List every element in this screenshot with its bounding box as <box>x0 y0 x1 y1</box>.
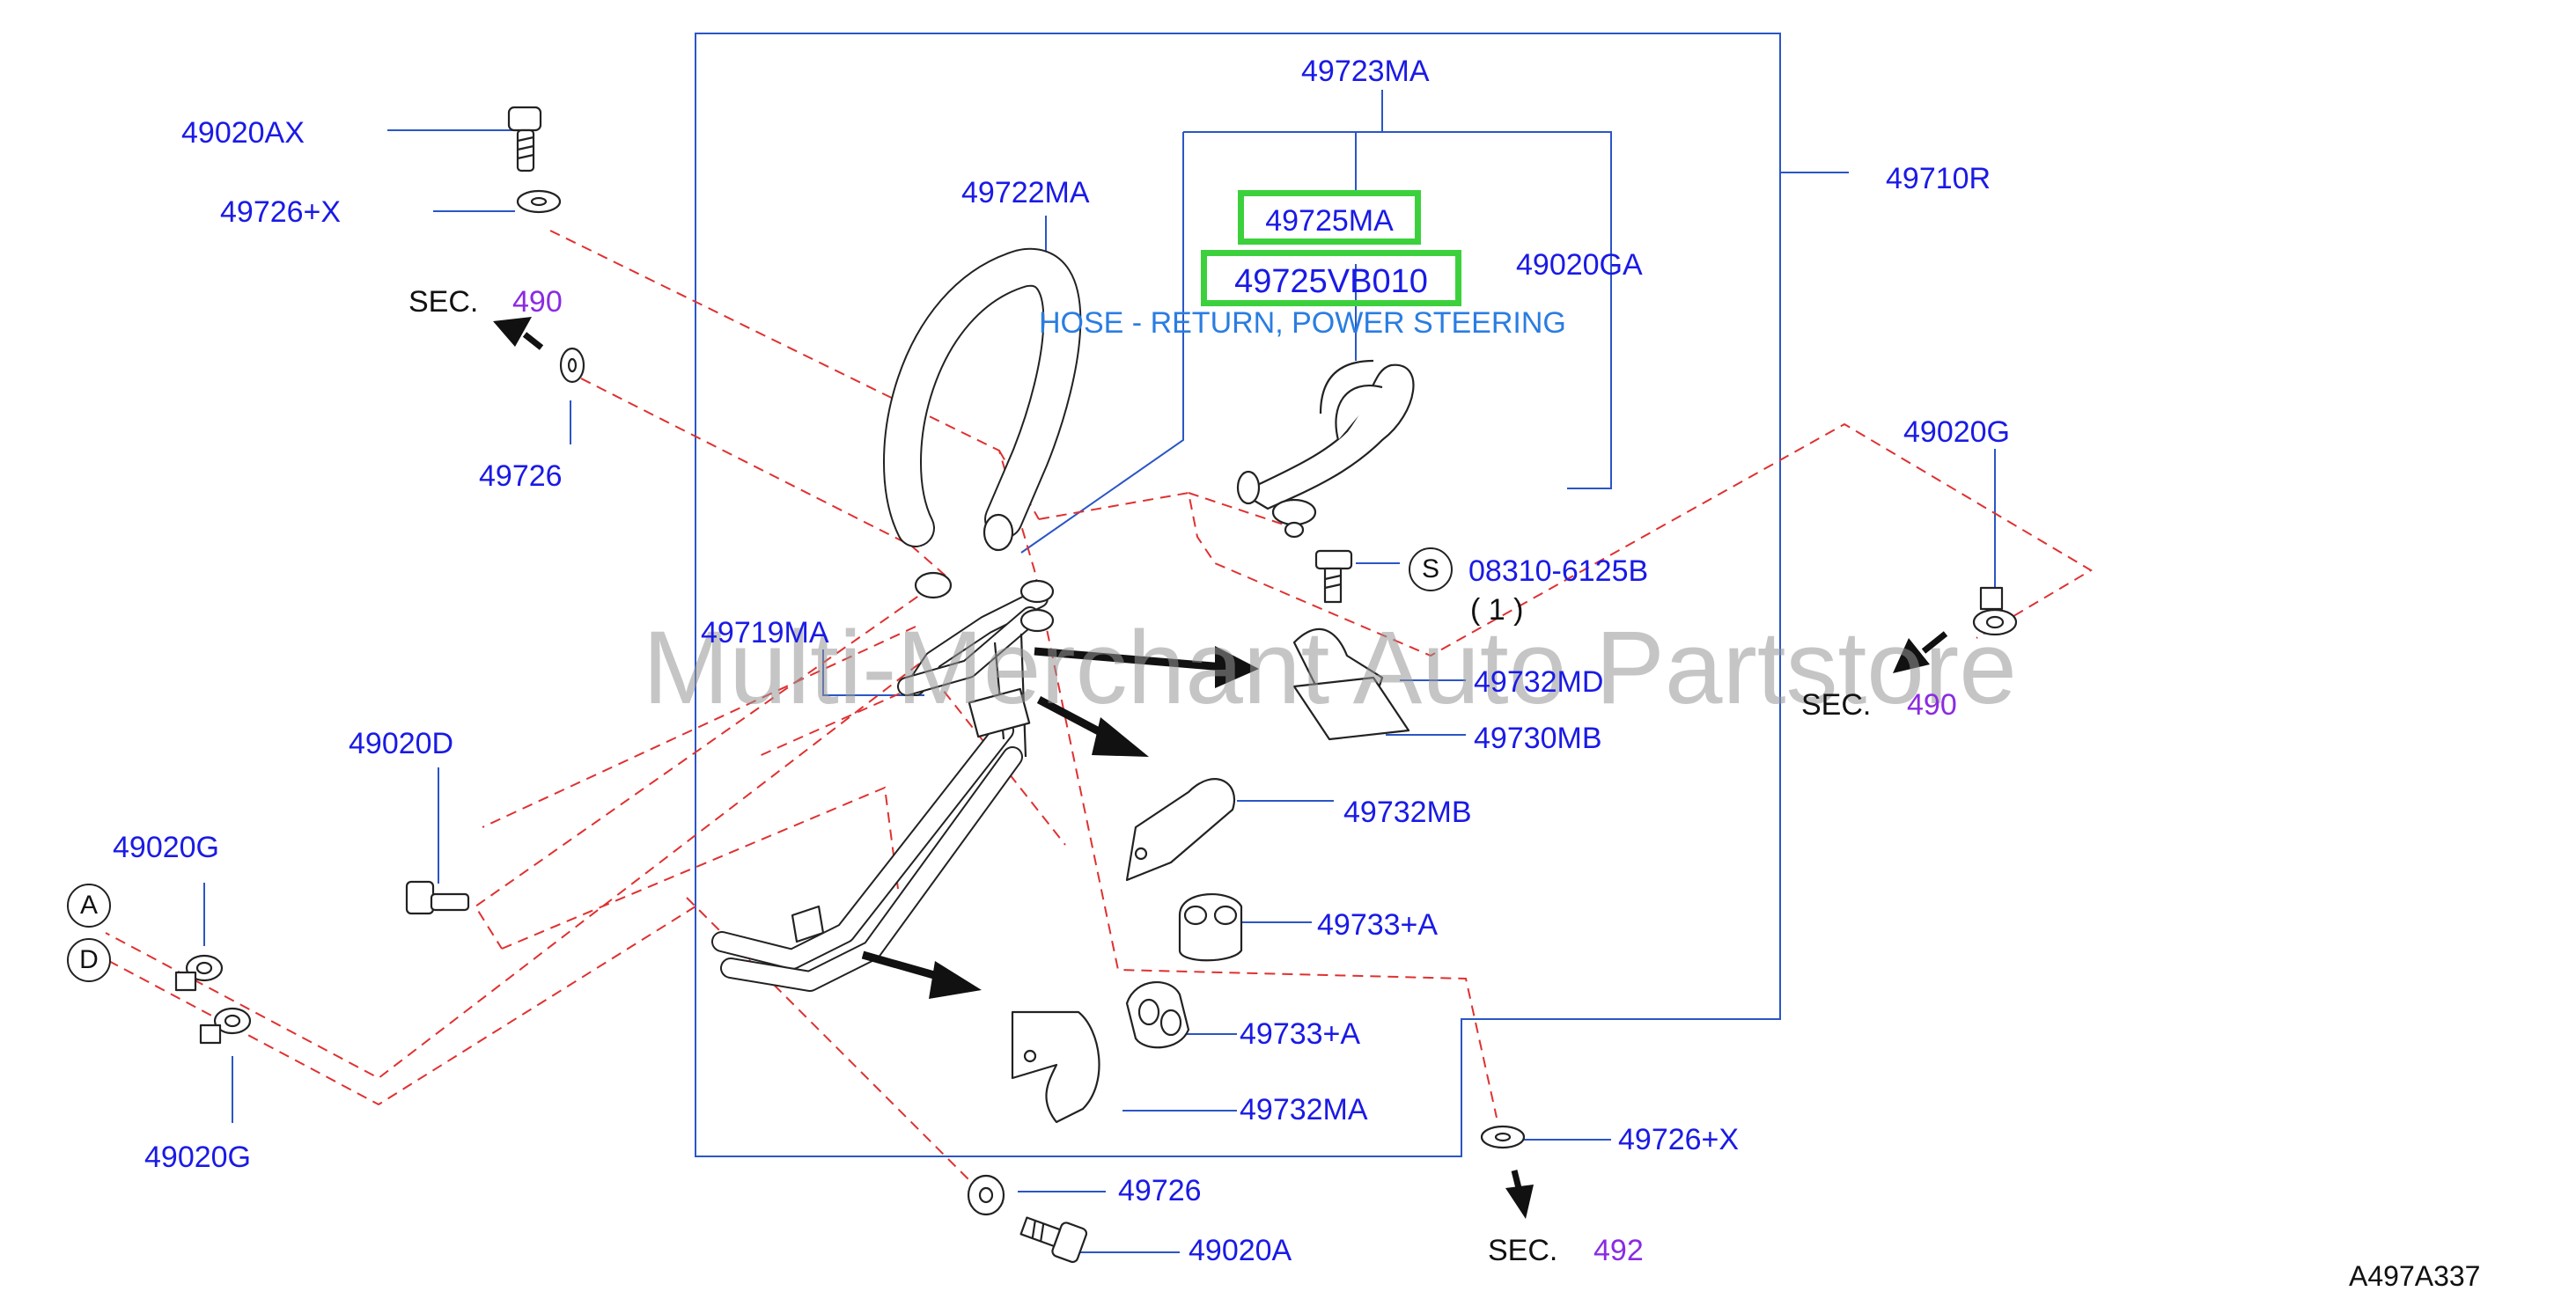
part-label-49733A-upper[interactable]: 49733+A <box>1317 908 1439 942</box>
part-label-49020G-left-bottom[interactable]: 49020G <box>144 1141 251 1174</box>
part-label-49020G-left-top[interactable]: 49020G <box>113 831 219 864</box>
bolt-49020D <box>405 880 470 915</box>
part-label-49020G-right[interactable]: 49020G <box>1903 415 2010 449</box>
direction-arrows <box>493 317 1948 1219</box>
part-label-49719MA[interactable]: 49719MA <box>701 616 829 649</box>
marker-d-circle: D <box>67 938 111 982</box>
part-label-49726X-bottom[interactable]: 49726+X <box>1618 1123 1740 1156</box>
part-label-49723MA[interactable]: 49723MA <box>1301 55 1430 88</box>
part-label-49020GA[interactable]: 49020GA <box>1516 248 1643 282</box>
part-label-49730MB[interactable]: 49730MB <box>1474 722 1602 755</box>
eye-bolt-top <box>507 106 542 172</box>
part-label-49725VB010: 49725VB010 <box>1234 263 1428 300</box>
diagram-id: A497A337 <box>2349 1260 2481 1292</box>
highlight-49725VB010[interactable]: 49725VB010 <box>1201 250 1461 306</box>
quantity-08310: ( 1 ) <box>1470 593 1524 627</box>
part-label-49710R[interactable]: 49710R <box>1886 162 1991 195</box>
part-label-08310-6125B[interactable]: 08310-6125B <box>1468 554 1649 588</box>
main-assembly-frame <box>695 33 1781 1157</box>
part-label-49733A-lower[interactable]: 49733+A <box>1240 1017 1361 1051</box>
part-label-49020D[interactable]: 49020D <box>349 727 454 760</box>
sec-ref-top-left-prefix: SEC. <box>408 285 479 319</box>
marker-s-circle: S <box>1409 547 1453 591</box>
sec-ref-right-number[interactable]: 490 <box>1907 688 1957 722</box>
part-label-49732MA[interactable]: 49732MA <box>1240 1093 1368 1126</box>
sec-ref-right-prefix: SEC. <box>1801 688 1872 722</box>
part-shapes <box>174 106 2018 1264</box>
part-label-49726-left[interactable]: 49726 <box>479 459 563 493</box>
highlight-49725MA[interactable]: 49725MA <box>1238 190 1421 245</box>
sec-ref-bottom-prefix: SEC. <box>1488 1234 1558 1267</box>
part-label-49722MA[interactable]: 49722MA <box>961 176 1090 209</box>
part-label-49732MD[interactable]: 49732MD <box>1474 665 1604 699</box>
part-label-49726X-top[interactable]: 49726+X <box>220 195 342 229</box>
part-label-49725MA: 49725MA <box>1265 204 1394 238</box>
part-description: HOSE - RETURN, POWER STEERING <box>1039 306 1566 340</box>
bolt-08310 <box>1314 549 1353 604</box>
marker-a-circle: A <box>67 884 111 928</box>
part-label-49732MB[interactable]: 49732MB <box>1343 796 1472 829</box>
eye-bolt-bottom <box>1019 1216 1088 1264</box>
part-label-49726-bottom[interactable]: 49726 <box>1118 1174 1202 1207</box>
sec-ref-top-left-number[interactable]: 490 <box>512 285 563 319</box>
sec-ref-bottom-number[interactable]: 492 <box>1593 1234 1644 1267</box>
part-label-49020A[interactable]: 49020A <box>1189 1234 1292 1267</box>
part-label-49020AX[interactable]: 49020AX <box>181 116 305 150</box>
